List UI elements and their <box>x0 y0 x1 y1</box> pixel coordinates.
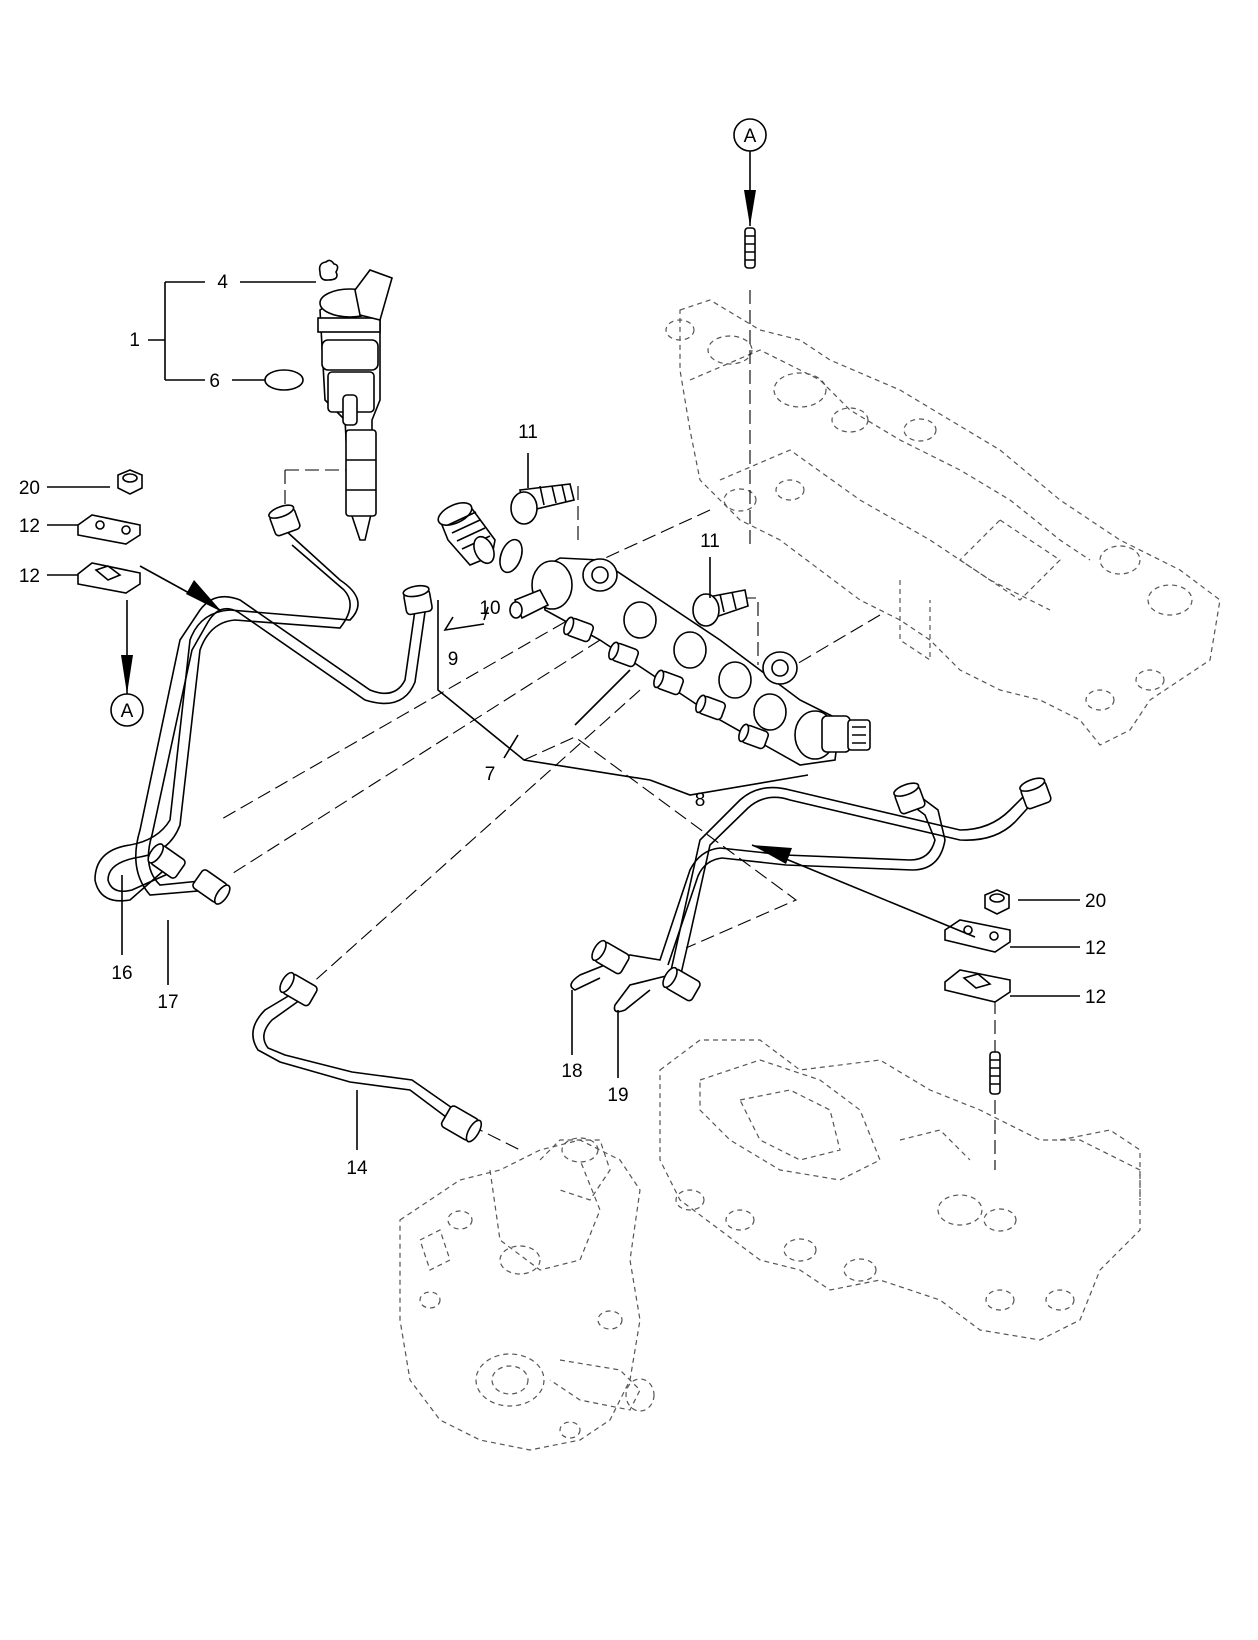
view-ref-a-top: A <box>733 118 767 226</box>
rail-pressure-sensor <box>794 710 871 760</box>
svg-text:A: A <box>121 701 134 722</box>
callout-4: 4 <box>217 272 228 293</box>
callout-11-upper: 11 <box>518 422 538 443</box>
clamp-12-right-lower <box>944 969 1011 1003</box>
pipe-16 <box>94 529 359 902</box>
view-ref-a-left: A <box>110 600 144 727</box>
callout-6: 6 <box>209 371 220 392</box>
callout-7: 7 <box>485 764 496 785</box>
callout-14: 14 <box>346 1158 368 1179</box>
callout-18: 18 <box>561 1061 582 1082</box>
callout-12-left-upper: 12 <box>19 516 40 537</box>
callout-10: 10 <box>479 598 500 619</box>
callout-8: 8 <box>695 790 706 811</box>
pipe-nuts <box>147 504 1052 1143</box>
callout-1: 1 <box>129 330 140 351</box>
direction-arrows <box>139 565 976 938</box>
assembly-dashed-lines <box>219 290 996 1170</box>
callout-17: 17 <box>157 992 178 1013</box>
pipe-14 <box>252 994 456 1121</box>
stud-upper <box>744 227 756 269</box>
callout-16: 16 <box>111 963 132 984</box>
nut-20-right <box>984 889 1010 915</box>
callout-9: 9 <box>448 649 459 670</box>
callout-11-lower: 11 <box>700 531 720 552</box>
callout-20-left: 20 <box>19 478 40 499</box>
o-ring-6 <box>264 369 304 391</box>
svg-text:A: A <box>744 126 757 147</box>
pipe-17 <box>134 595 426 896</box>
bolt-11-upper <box>510 483 575 525</box>
callout-12-right-upper: 12 <box>1085 938 1106 959</box>
seal-washer-4 <box>318 259 339 281</box>
callout-20-right: 20 <box>1085 891 1106 912</box>
stud-lower <box>989 1051 1001 1095</box>
bolt-11-lower <box>692 589 749 627</box>
clamp-12-left-upper <box>77 514 141 545</box>
clamp-12-left-lower <box>77 562 141 594</box>
callout-12-right-lower: 12 <box>1085 987 1106 1008</box>
pipe-19 <box>613 786 1036 1013</box>
fuel-rail <box>509 557 841 766</box>
clamp-12-right-upper <box>944 919 1011 953</box>
pipe-18 <box>570 794 946 991</box>
o-ring-10 <box>499 538 523 574</box>
lower-manifold-phantom <box>659 1039 1141 1341</box>
callout-leaders <box>47 281 1080 1150</box>
callout-19: 19 <box>607 1085 628 1106</box>
pump-phantom <box>399 1137 655 1451</box>
callout-12-left-lower: 12 <box>19 566 40 587</box>
upper-manifold-phantom <box>665 299 1221 746</box>
pressure-relief-valve <box>437 502 496 566</box>
injector <box>317 269 393 541</box>
nut-20-left <box>117 469 143 495</box>
